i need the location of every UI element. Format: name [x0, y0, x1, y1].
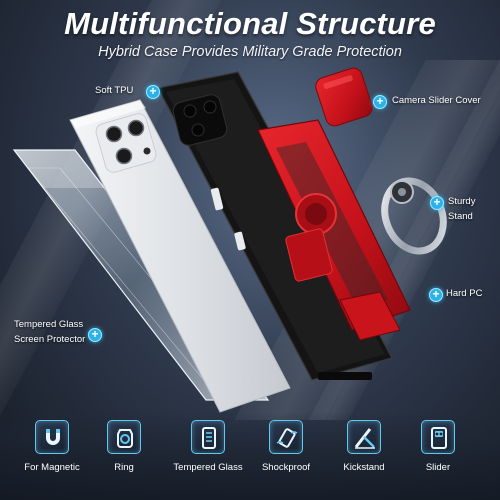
- camera-slider-cover: [315, 67, 373, 127]
- tempered-glass-icon: [191, 420, 225, 454]
- feature-ring: Ring: [86, 420, 162, 473]
- feature-tempered-glass-label: Tempered Glass: [173, 462, 243, 473]
- feature-magnetic: For Magnetic: [14, 420, 90, 473]
- feature-slider: Slider: [400, 420, 476, 473]
- feature-magnetic-label: For Magnetic: [24, 462, 80, 473]
- tempered-glass-label: Tempered Glass Screen Protector: [14, 318, 85, 347]
- magnet-icon: [35, 420, 69, 454]
- shockproof-icon: [269, 420, 303, 454]
- camera-slider-cover-label: Camera Slider Cover: [392, 95, 481, 106]
- white-phone: [69, 99, 291, 413]
- feature-shockproof-label: Shockproof: [261, 462, 311, 473]
- feature-ring-label: Ring: [114, 462, 134, 473]
- sturdy-stand-plus-icon: +: [430, 196, 444, 210]
- feature-kickstand-label: Kickstand: [343, 462, 385, 473]
- tempered-glass-label-line2: Screen Protector: [14, 333, 86, 345]
- sturdy-stand-label: Sturdy Stand: [448, 196, 476, 222]
- page-subtitle: Hybrid Case Provides Military Grade Prot…: [98, 44, 402, 60]
- tempered-glass-plus-icon: +: [88, 328, 102, 342]
- hard-pc-plus-icon: +: [429, 288, 443, 302]
- feature-tempered-glass: Tempered Glass: [170, 420, 246, 473]
- feature-slider-label: Slider: [425, 462, 451, 473]
- red-pc-frame: [257, 119, 411, 341]
- page-title: Multifunctional Structure: [64, 6, 436, 41]
- soft-tpu-label: Soft TPU: [95, 85, 134, 96]
- hard-pc-label: Hard PC: [446, 288, 483, 299]
- features-bar: [0, 412, 500, 500]
- camera-slider-plus-icon: +: [373, 95, 387, 109]
- kickstand-icon: [347, 420, 381, 454]
- feature-shockproof: Shockproof: [248, 420, 324, 473]
- black-tpu-case: [157, 71, 393, 381]
- soft-tpu-plus-icon: +: [146, 85, 160, 99]
- ring-stand: [381, 177, 447, 255]
- slider-icon: [421, 420, 455, 454]
- ring-icon: [107, 420, 141, 454]
- tempered-glass-label-line1: Tempered Glass: [14, 319, 84, 330]
- feature-kickstand: Kickstand: [326, 420, 402, 473]
